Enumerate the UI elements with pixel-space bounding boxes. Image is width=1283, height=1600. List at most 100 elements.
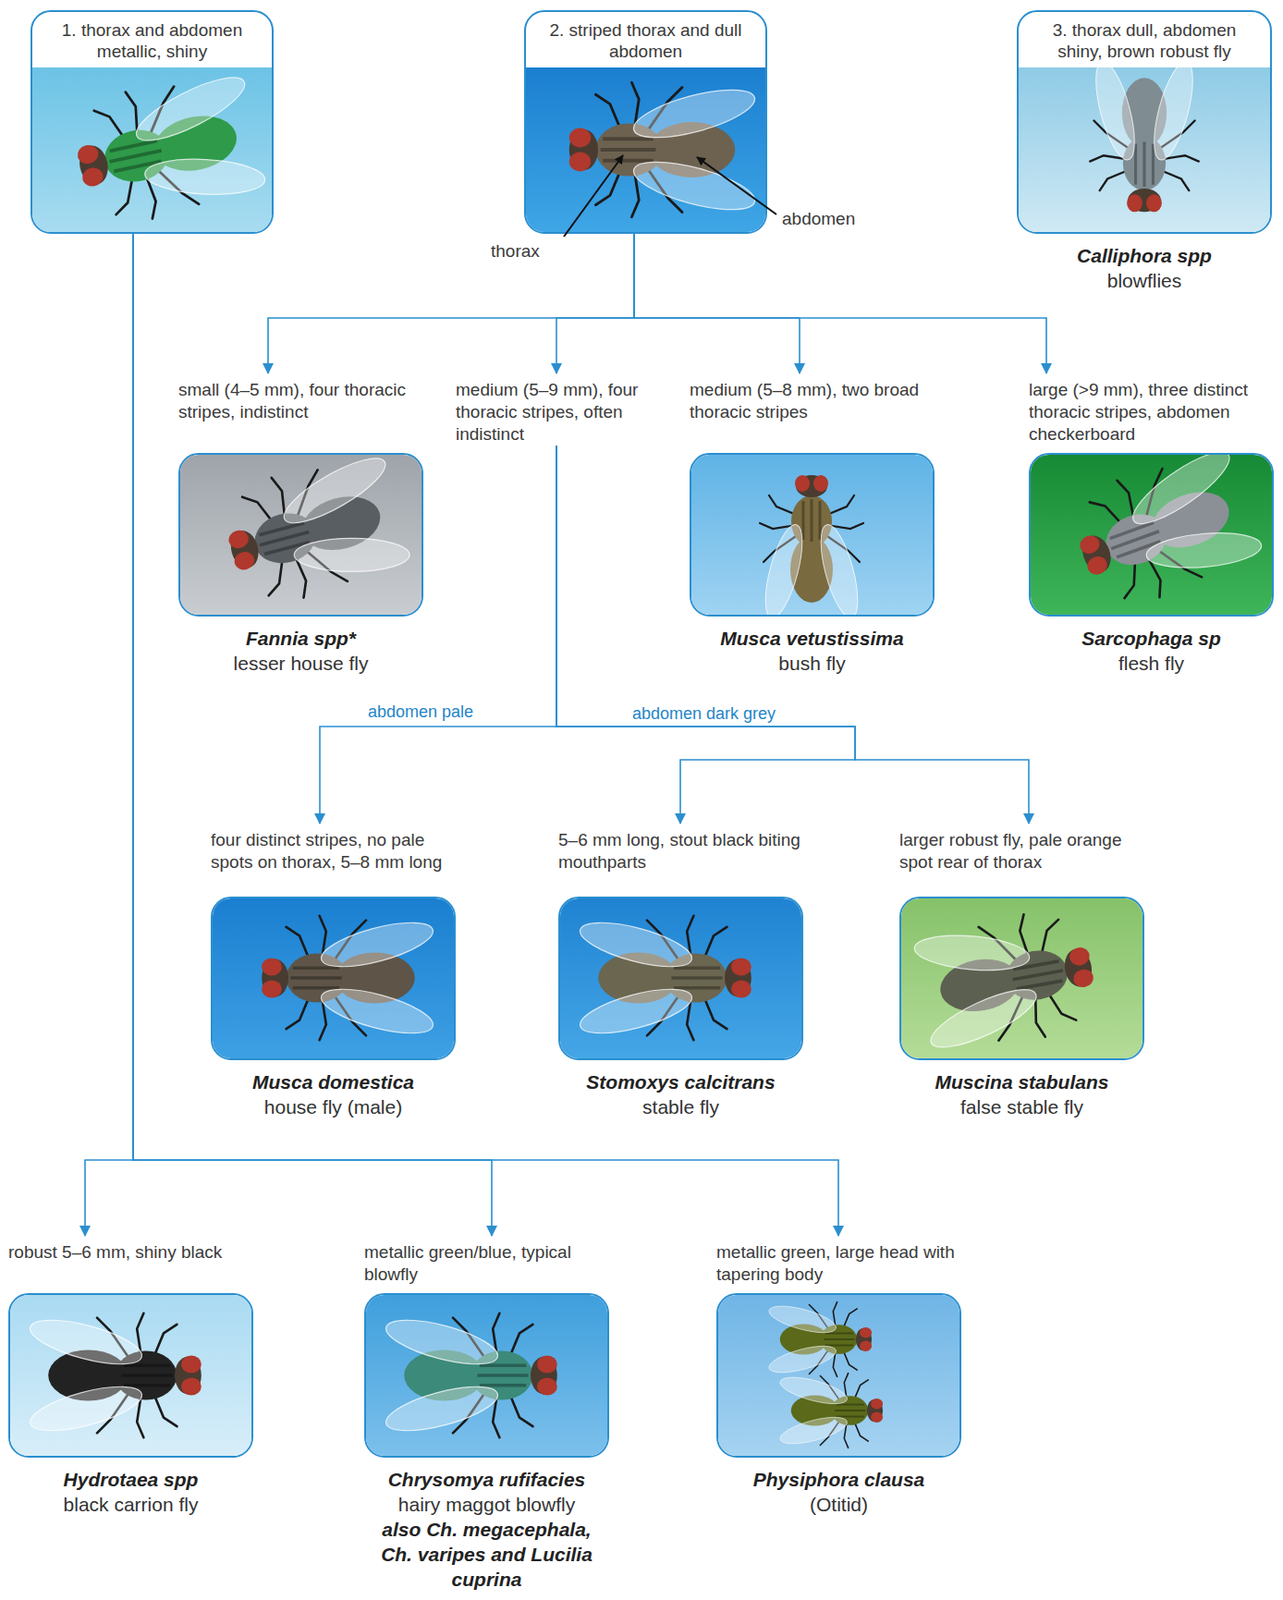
scientific-name: Sarcophaga sp	[1028, 625, 1274, 651]
common-name: blowflies	[1016, 268, 1272, 294]
scientific-name: Muscina stabulans	[899, 1069, 1145, 1095]
fly-node: 2. striped thorax and dull abdomen	[524, 10, 768, 234]
fly-photo	[212, 898, 454, 1059]
photo-frame	[364, 1293, 610, 1458]
scientific-name: Stomoxys calcitrans	[558, 1069, 804, 1095]
key-description: 5–6 mm long, stout black biting mouthpar…	[558, 829, 804, 897]
key-description: medium (5–8 mm), two broad thoracic stri…	[689, 378, 935, 453]
fly-node: medium (5–8 mm), two broad thoracic stri…	[689, 378, 935, 676]
fly-node: 1. thorax and abdomen metallic, shiny	[30, 10, 274, 234]
photo-area	[366, 1295, 608, 1456]
photo-frame	[558, 896, 804, 1061]
fly-photo	[718, 1295, 960, 1456]
photo-frame: 1. thorax and abdomen metallic, shiny	[30, 10, 274, 234]
common-name: bush fly	[689, 650, 935, 676]
branch-arrow	[85, 233, 134, 1236]
key-caption: 2. striped thorax and dull abdomen	[525, 12, 766, 68]
common-name: flesh fly	[1028, 650, 1274, 676]
branch-label: abdomen pale	[365, 701, 477, 722]
fly-node: large (>9 mm), three distinct thoracic s…	[1028, 378, 1274, 676]
fly-photo	[901, 898, 1143, 1059]
key-description: large (>9 mm), three distinct thoracic s…	[1028, 378, 1274, 453]
scientific-name: Hydrotaea spp	[8, 1466, 254, 1492]
callout-label: thorax	[490, 241, 540, 262]
photo-frame	[8, 1293, 254, 1458]
fly-node: 3. thorax dull, abdomen shiny, brown rob…	[1016, 10, 1272, 294]
common-name: hairy maggot blowfly	[364, 1491, 610, 1517]
branch-arrow	[268, 233, 635, 374]
fly-figure	[569, 80, 760, 220]
fly-figure	[766, 1300, 872, 1378]
fly-figure	[907, 902, 1103, 1059]
scientific-name: Physiphora clausa	[716, 1466, 962, 1492]
key-description: metallic green/blue, typical blowfly	[364, 1241, 610, 1294]
fly-photo	[525, 67, 766, 233]
fly-node: metallic green, large head with tapering…	[716, 1241, 962, 1517]
fly-figure	[381, 1310, 558, 1440]
scientific-name: Musca vetustissima	[689, 625, 935, 651]
photo-frame: 2. striped thorax and dull abdomen	[524, 10, 768, 234]
key-caption: 3. thorax dull, abdomen shiny, brown rob…	[1018, 12, 1271, 68]
photo-frame	[899, 896, 1145, 1061]
photo-area	[560, 898, 802, 1059]
key-description: metallic green, large head with tapering…	[716, 1241, 962, 1294]
fly-figure	[66, 67, 272, 233]
common-name: false stable fly	[899, 1094, 1145, 1120]
fly-figure	[777, 1371, 883, 1449]
photo-area	[901, 898, 1143, 1059]
fly-photo	[1030, 454, 1272, 615]
fly-node: robust 5–6 mm, shiny blackHydrotaea sppb…	[8, 1241, 254, 1517]
fly-photo	[10, 1295, 252, 1456]
key-description: larger robust fly, pale orange spot rear…	[899, 829, 1145, 897]
fly-photo	[560, 898, 802, 1059]
fly-figure	[1087, 67, 1201, 212]
branch-label: abdomen dark grey	[629, 703, 779, 724]
key-description: four distinct stripes, no pale spots on …	[210, 829, 456, 897]
fly-photo	[180, 454, 422, 615]
common-name: house fly (male)	[210, 1094, 456, 1120]
branch-arrow	[133, 233, 492, 1236]
scientific-name: Calliphora spp	[1016, 243, 1272, 269]
fly-figure	[575, 913, 752, 1042]
photo-area	[10, 1295, 252, 1456]
fly-figure	[25, 1310, 202, 1440]
photo-area	[525, 67, 766, 233]
fly-photo	[691, 454, 933, 615]
fly-node: metallic green/blue, typical blowflyChry…	[364, 1241, 610, 1592]
common-name: (Otitid)	[716, 1491, 962, 1517]
key-caption: 1. thorax and abdomen metallic, shiny	[32, 12, 272, 68]
photo-area	[1030, 454, 1272, 615]
branch-arrow	[556, 445, 1029, 824]
fly-node: small (4–5 mm), four thoracic stripes, i…	[178, 378, 424, 676]
common-name: black carrion fly	[8, 1491, 254, 1517]
scientific-name: Chrysomya rufifacies	[364, 1466, 610, 1492]
photo-area	[212, 898, 454, 1059]
fly-photo	[366, 1295, 608, 1456]
key-description: robust 5–6 mm, shiny black	[8, 1241, 254, 1294]
fly-figure	[215, 454, 418, 615]
scientific-name: also Ch. megacephala, Ch. varipes and Lu…	[364, 1516, 610, 1592]
common-name: lesser house fly	[178, 650, 424, 676]
fly-figure	[1062, 454, 1271, 615]
photo-frame	[689, 452, 935, 617]
fly-photo	[32, 67, 272, 233]
photo-area	[718, 1295, 960, 1456]
photo-area	[180, 454, 422, 615]
branch-arrow	[556, 233, 635, 374]
fly-node: 5–6 mm long, stout black biting mouthpar…	[558, 829, 804, 1120]
photo-area	[1018, 67, 1271, 233]
photo-frame	[1028, 452, 1274, 617]
fly-node: four distinct stripes, no pale spots on …	[210, 829, 456, 1120]
scientific-name: Fannia spp*	[178, 625, 424, 651]
photo-frame	[210, 896, 456, 1061]
photo-frame	[178, 452, 424, 617]
branch-arrow	[634, 233, 1047, 374]
callout-label: abdomen	[782, 208, 856, 230]
fly-figure	[757, 475, 866, 615]
key-description: medium (5–9 mm), four thoracic stripes, …	[455, 378, 678, 446]
common-name: stable fly	[558, 1094, 804, 1120]
branch-arrow	[634, 233, 800, 374]
scientific-name: Musca domestica	[210, 1069, 456, 1095]
fly-node: larger robust fly, pale orange spot rear…	[899, 829, 1145, 1120]
